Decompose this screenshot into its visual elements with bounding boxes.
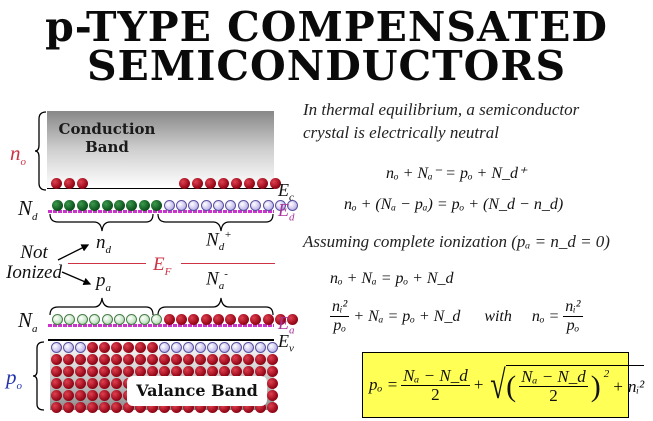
- fermi-level-line-left: [68, 263, 146, 265]
- sqrt-fraction: Nₐ − N_d 2: [519, 367, 588, 405]
- n-o-brace: [34, 111, 47, 191]
- ionized-acceptor: [262, 314, 274, 325]
- valence-band-edge: [48, 339, 274, 341]
- neutral-donor: [52, 200, 63, 211]
- p-o-brace: [32, 341, 45, 411]
- neutral-acceptor: [64, 314, 76, 325]
- e-f-label: EF: [153, 254, 172, 278]
- neutral-donor: [76, 200, 88, 211]
- equation-1: nₒ + Nₐ⁻ = pₒ + N_d⁺: [386, 165, 527, 182]
- n-a-left-label: Na: [18, 308, 38, 336]
- ionized-donor: [225, 200, 237, 211]
- assumption-text: Assuming complete ionization (pₐ = n_d =…: [303, 232, 610, 251]
- ionized-donor: [200, 200, 212, 211]
- ionized-acceptor: [200, 314, 212, 325]
- donor-braces: [49, 213, 274, 232]
- electron: [205, 178, 216, 189]
- equation-3: nₒ + Nₐ = pₒ + N_d: [330, 270, 454, 287]
- not-ionized-arrows: [57, 244, 92, 286]
- acceptor-braces: [49, 297, 274, 316]
- ionized-donor: [213, 200, 225, 211]
- ionized-acceptor: [287, 314, 299, 325]
- n-d-label: nd: [96, 232, 111, 256]
- ionized-acceptor: [225, 314, 237, 325]
- not-ionized-label: Not Ionized: [6, 242, 62, 283]
- n-d-plus-label: Nd+: [206, 229, 232, 254]
- ionized-donor: [175, 200, 187, 211]
- ionized-donor: [287, 200, 299, 211]
- intro-text: In thermal equilibrium, a semiconductor …: [303, 100, 580, 142]
- equation-2: nₒ + (Nₐ − pₐ) = pₒ + (N_d − n_d): [344, 196, 564, 213]
- electron: [231, 178, 242, 189]
- ionized-acceptor: [275, 314, 287, 325]
- ionized-acceptor: [188, 314, 200, 325]
- electron: [77, 178, 88, 189]
- final-fraction: Nₐ − N_d 2: [401, 365, 470, 404]
- page-title-line2: SEMICONDUCTORS: [86, 42, 567, 90]
- cb-electrons-left: [51, 178, 88, 189]
- acceptor-level-line: [48, 324, 274, 327]
- neutral-acceptor: [101, 314, 113, 325]
- n-o-label: no: [10, 141, 26, 169]
- neutral-acceptor: [126, 314, 138, 325]
- equation-4: nᵢ² pₒ + Nₐ = pₒ + N_d with nₒ = nᵢ² pₒ: [330, 298, 583, 334]
- electron: [270, 178, 281, 189]
- electron: [179, 178, 190, 189]
- ionized-donor: [275, 200, 287, 211]
- cb-electrons-right: [179, 178, 281, 189]
- ionized-acceptor: [163, 314, 175, 325]
- eq4-rhs-fraction: nᵢ² pₒ: [563, 298, 583, 334]
- neutral-donor: [126, 200, 138, 211]
- ionized-donor: [188, 200, 200, 211]
- neutral-acceptor: [151, 314, 163, 325]
- acceptor-row: [52, 314, 299, 325]
- electron: [64, 178, 75, 189]
- n-d-left-label: Nd: [18, 196, 38, 224]
- eq4-lhs-fraction: nᵢ² pₒ: [330, 298, 350, 334]
- ionized-donor: [250, 200, 262, 211]
- ionized-donor: [237, 200, 249, 211]
- conduction-band-label: Conduction Band: [58, 120, 156, 156]
- neutral-donor: [113, 200, 125, 211]
- p-o-label: po: [6, 365, 22, 393]
- e-v-label: Ev: [278, 331, 294, 355]
- electron: [244, 178, 255, 189]
- fermi-level-line-right: [181, 263, 275, 265]
- donor-level-line: [48, 210, 274, 213]
- e-d-label: Ed: [278, 200, 295, 224]
- electron: [192, 178, 203, 189]
- neutral-donor: [64, 200, 76, 211]
- final-equation-box: pₒ = Nₐ − N_d 2 + √ ( Nₐ − N_d 2 )2 + nᵢ…: [362, 352, 645, 418]
- neutral-donor: [101, 200, 113, 211]
- neutral-acceptor: [113, 314, 125, 325]
- ionized-acceptor: [175, 314, 187, 325]
- neutral-donor: [138, 200, 150, 211]
- n-a-minus-label: Na-: [206, 268, 228, 293]
- donor-row: [52, 200, 299, 211]
- ionized-acceptor: [213, 314, 225, 325]
- ionized-acceptor: [250, 314, 262, 325]
- neutral-acceptor: [138, 314, 150, 325]
- neutral-acceptor: [76, 314, 88, 325]
- e-a-label: Ea: [278, 313, 295, 337]
- neutral-donor: [151, 200, 163, 211]
- electron: [51, 178, 62, 189]
- ionized-donor: [262, 200, 274, 211]
- electron: [257, 178, 268, 189]
- sqrt-icon: √: [490, 362, 506, 407]
- page-title-line1: p-TYPE COMPENSATED: [45, 3, 608, 51]
- e-c-label: Ec: [278, 180, 294, 204]
- conduction-band: [47, 111, 274, 189]
- ionized-donor: [163, 200, 175, 211]
- valence-band-label: Valance Band: [127, 376, 267, 406]
- neutral-acceptor: [52, 314, 63, 325]
- electron: [218, 178, 229, 189]
- neutral-acceptor: [89, 314, 101, 325]
- ionized-acceptor: [237, 314, 249, 325]
- p-a-label: pa: [96, 270, 111, 294]
- neutral-donor: [89, 200, 101, 211]
